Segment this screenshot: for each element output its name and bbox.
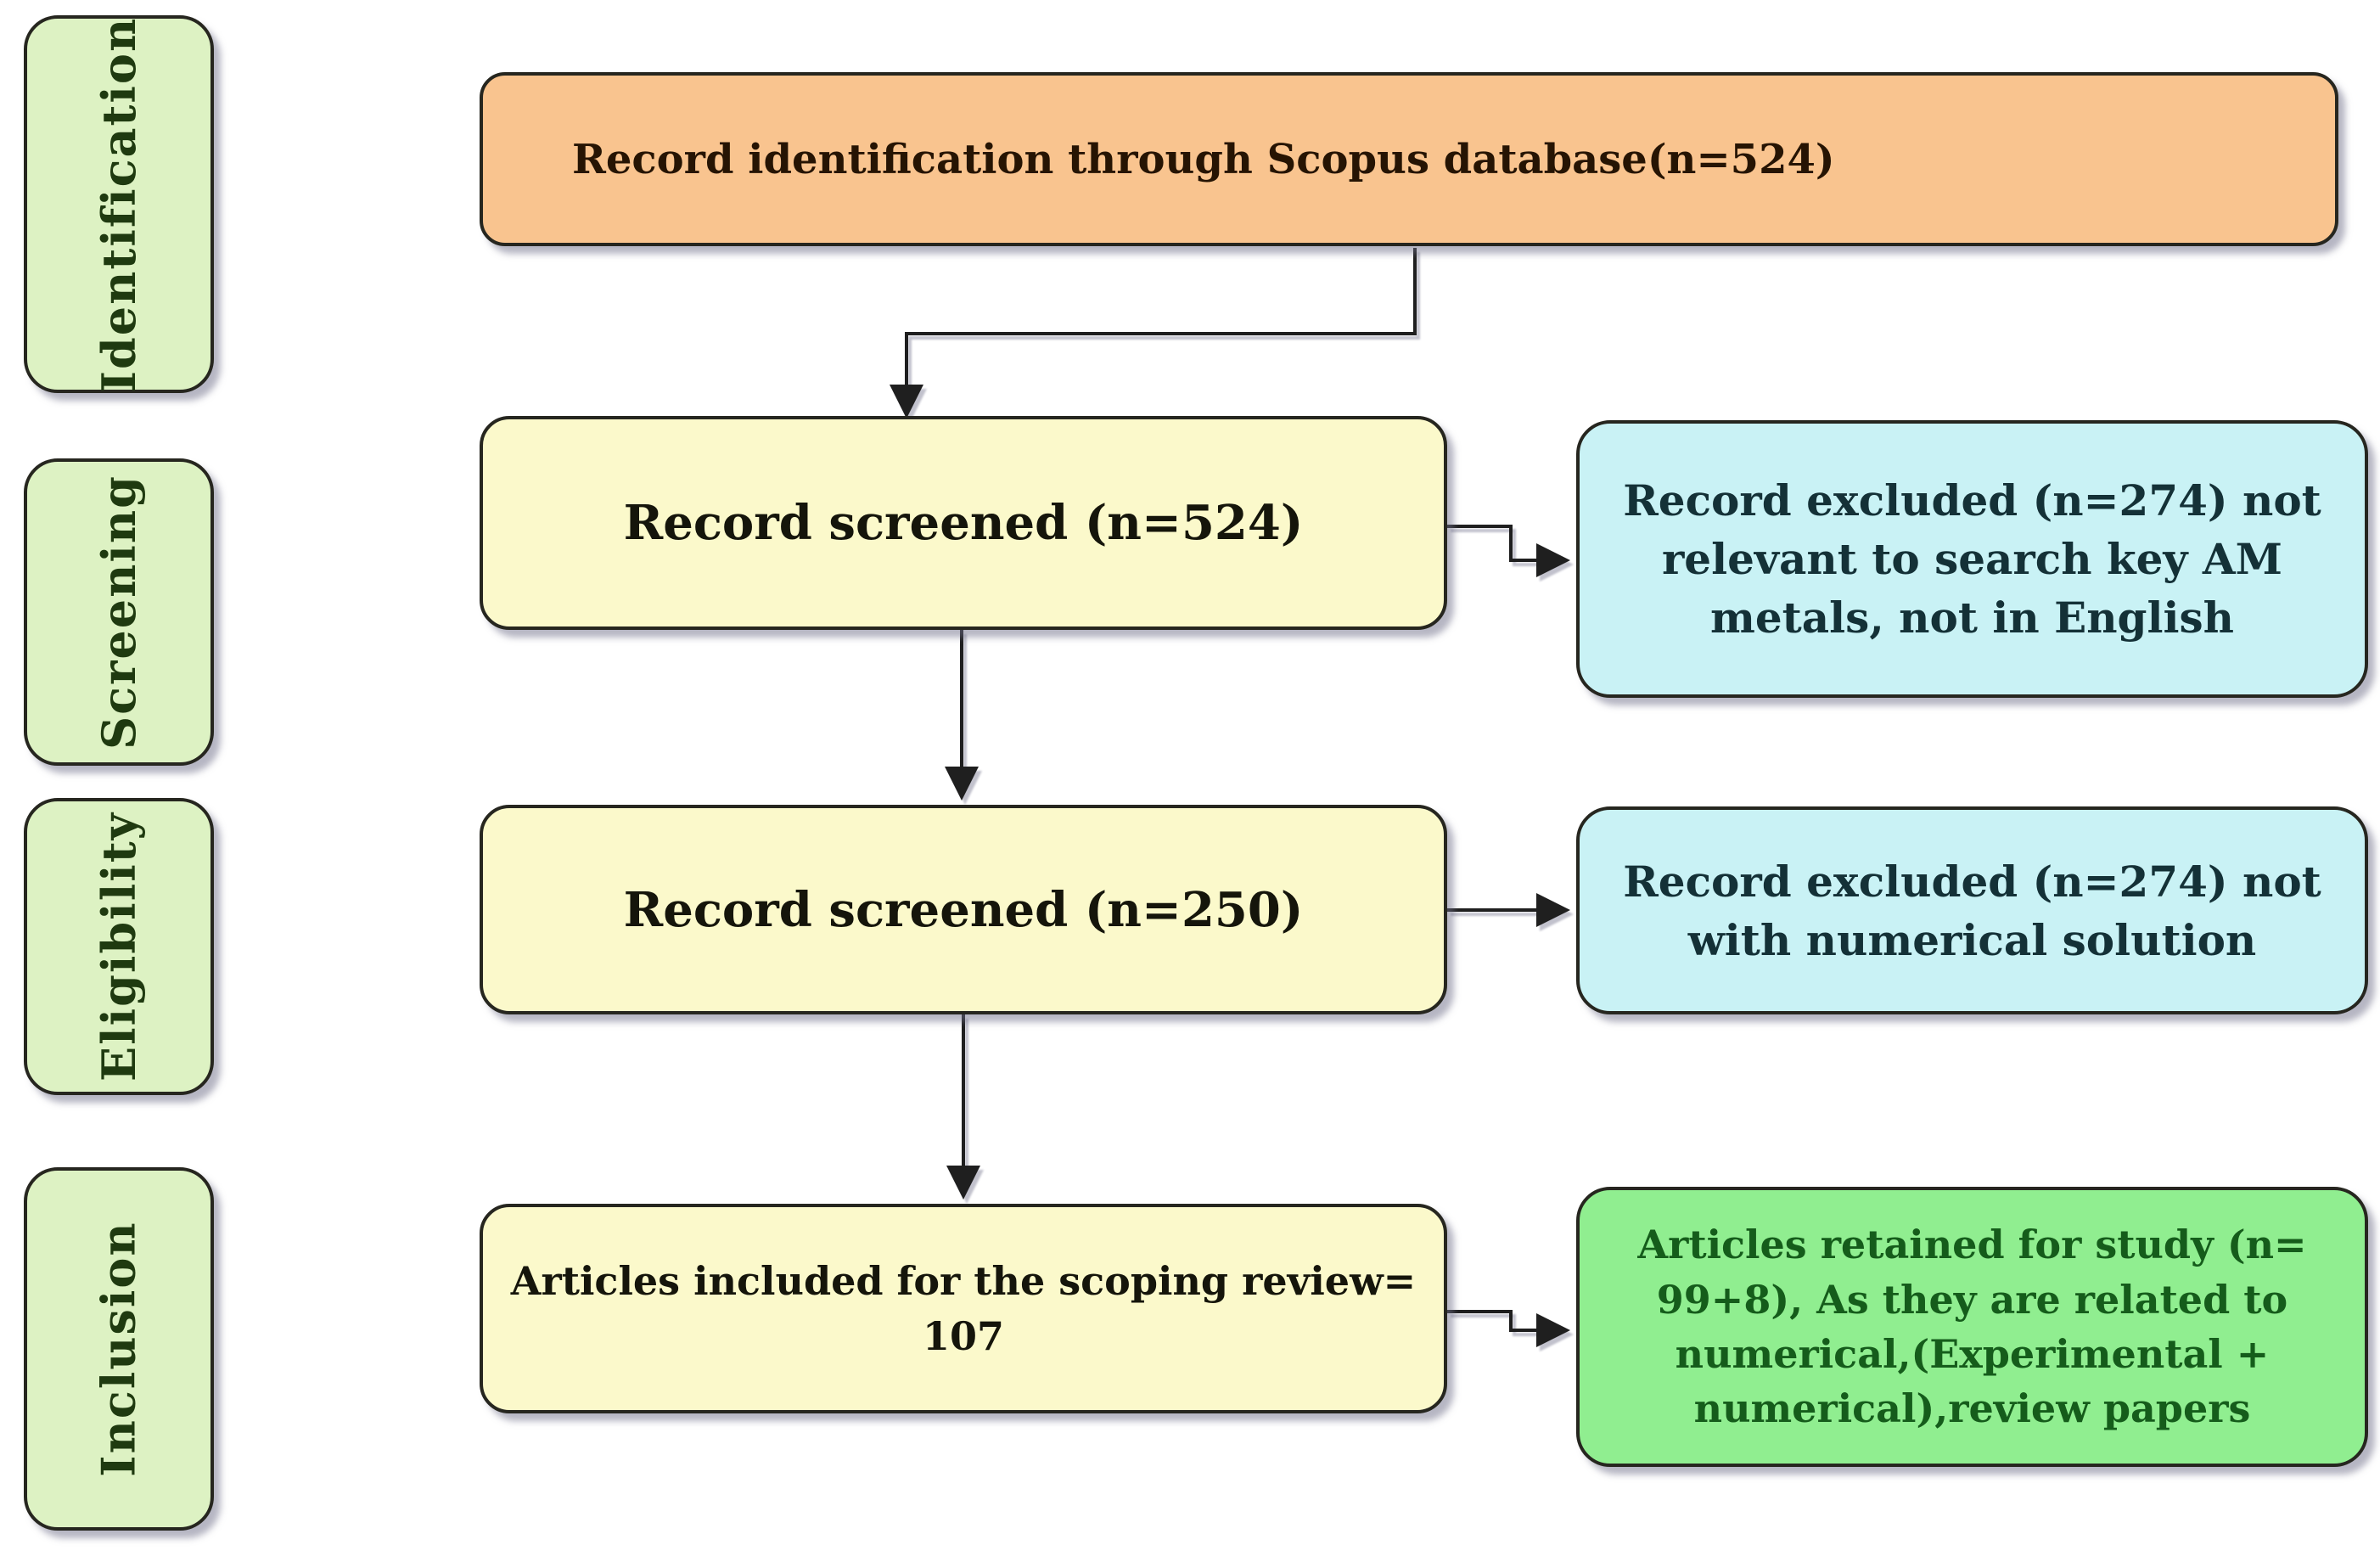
- stage-label-eligibility: Eligibility: [92, 811, 147, 1082]
- articles-retained-text: Articles retained for study (n= 99+8), A…: [1637, 1222, 2307, 1432]
- connector-screened-first-to-excluded-first: [1447, 525, 1570, 577]
- stage-label-identification: Identification: [92, 16, 147, 392]
- record-screened-250-text: Record screened (n=250): [623, 881, 1304, 938]
- articles-retained-box: Articles retained for study (n= 99+8), A…: [1576, 1187, 2368, 1467]
- connector-included-to-retained: [1447, 1310, 1570, 1347]
- record-excluded-relevance-box: Record excluded (n=274) not relevant to …: [1576, 420, 2368, 698]
- articles-included-text: Articles included for the scoping review…: [510, 1258, 1417, 1359]
- record-screened-524-text: Record screened (n=524): [623, 495, 1304, 551]
- record-excluded-numerical-text: Record excluded (n=274) not with numeric…: [1623, 856, 2321, 965]
- record-screened-524-box: Record screened (n=524): [480, 416, 1447, 630]
- stage-box-eligibility: Eligibility: [24, 798, 214, 1095]
- stage-label-inclusion: Inclusion: [92, 1221, 146, 1477]
- connector-source-to-screened-first: [890, 248, 1417, 419]
- articles-included-box: Articles included for the scoping review…: [480, 1204, 1447, 1413]
- record-screened-250-box: Record screened (n=250): [480, 805, 1447, 1014]
- record-excluded-relevance-text: Record excluded (n=274) not relevant to …: [1623, 475, 2321, 643]
- record-identification-box: Record identification through Scopus dat…: [480, 72, 2338, 246]
- stage-box-identification: Identification: [24, 15, 214, 393]
- record-identification-text: Record identification through Scopus dat…: [572, 135, 1835, 183]
- stage-label-screening: Screening: [92, 475, 146, 750]
- stage-box-inclusion: Inclusion: [24, 1167, 214, 1531]
- record-excluded-numerical-box: Record excluded (n=274) not with numeric…: [1576, 806, 2368, 1014]
- stage-box-screening: Screening: [24, 458, 214, 766]
